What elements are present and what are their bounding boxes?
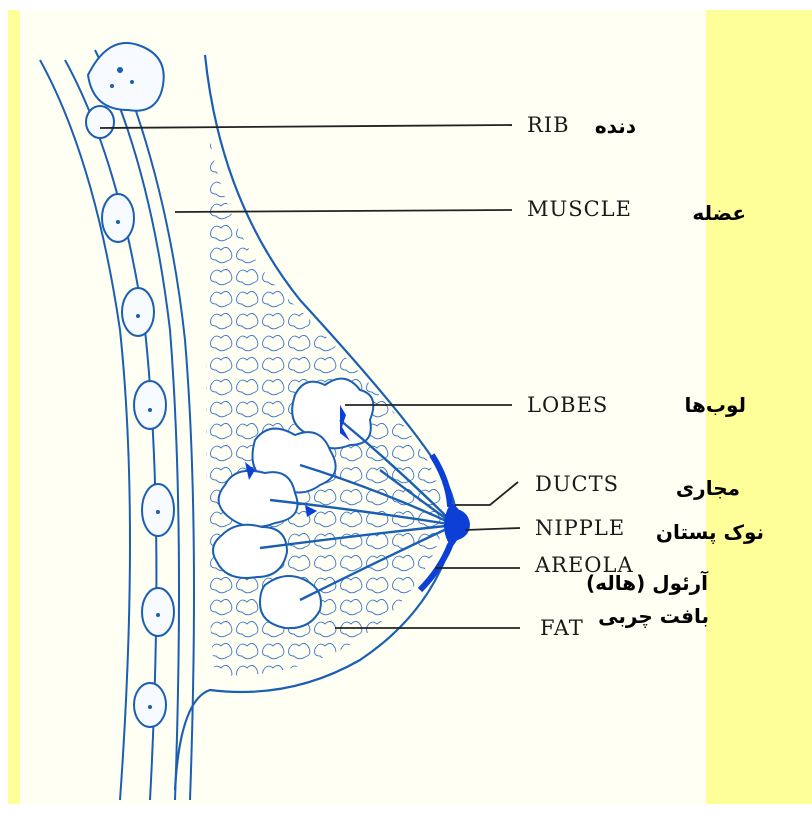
label-fat-fa: بافت چربی	[598, 606, 709, 626]
label-ducts-en: DUCTS	[535, 474, 619, 495]
label-lobes-en: LOBES	[527, 395, 608, 416]
label-areola-fa: آرئول (هاله)	[586, 573, 708, 593]
label-lobes-fa: لوب‌ها	[684, 395, 746, 415]
label-muscle-en: MUSCLE	[527, 199, 632, 220]
chest-wall	[40, 50, 194, 800]
label-muscle-fa: عضله	[692, 203, 746, 223]
nipple-shape	[444, 508, 470, 542]
label-rib-fa: دنده	[595, 116, 636, 136]
label-ducts-fa: مجاری	[676, 478, 740, 498]
label-nipple-en: NIPPLE	[535, 518, 625, 539]
label-rib-en: RIB	[527, 115, 570, 136]
label-nipple-fa: نوک پستان	[656, 522, 764, 542]
rib-sections	[86, 43, 174, 727]
label-fat-en: FAT	[540, 618, 584, 639]
